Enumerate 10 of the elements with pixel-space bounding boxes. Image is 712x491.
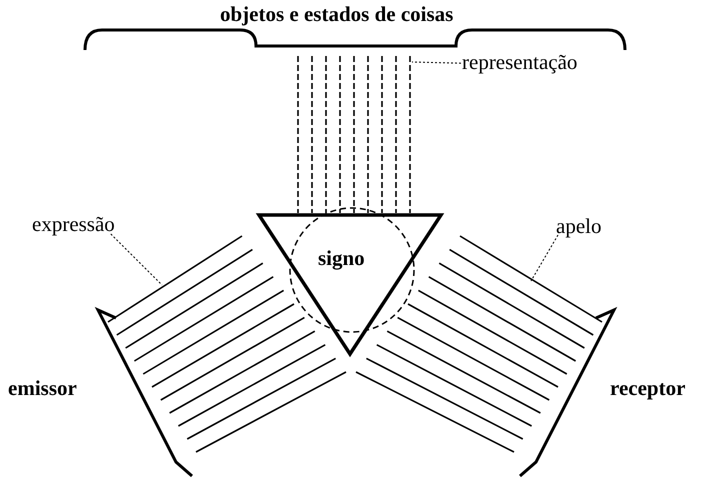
sender-label: emissor [8,376,77,400]
leader-line [412,62,462,64]
function-label: apelo [556,214,602,238]
leader-line [110,234,162,286]
heading-label: objetos e estados de coisas [220,2,454,26]
function-label: representação [462,50,578,74]
receiver-label: receptor [610,376,686,400]
leader-line [530,234,558,282]
function-label: expressão [32,212,115,236]
sign-label: signo [318,246,365,270]
